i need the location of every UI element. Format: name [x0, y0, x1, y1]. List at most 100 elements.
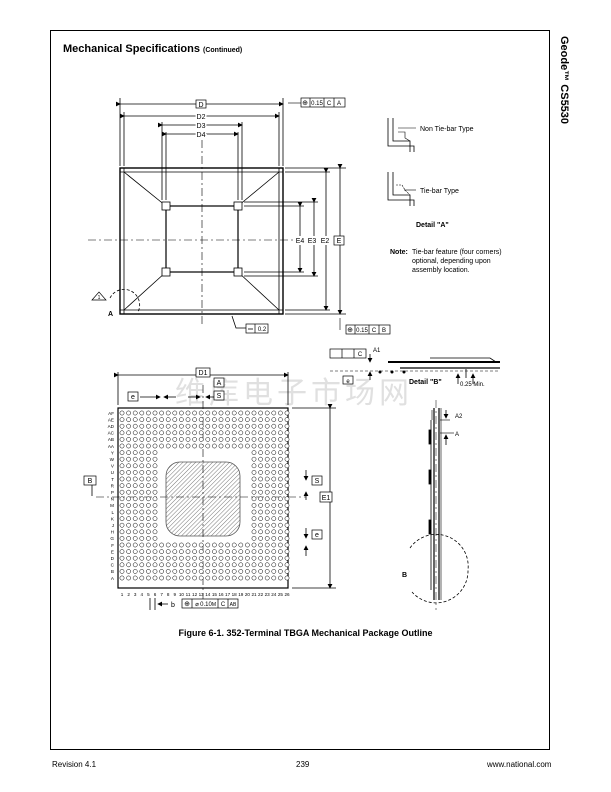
col-label: 7	[160, 592, 163, 597]
solder-ball	[152, 443, 158, 449]
solder-ball	[152, 503, 158, 508]
solder-ball	[126, 516, 131, 521]
solder-ball	[165, 430, 171, 436]
solder-ball	[225, 443, 230, 449]
ball-tol-datum-2: AB	[230, 602, 237, 608]
col-label: 9	[174, 592, 177, 597]
solder-ball	[119, 410, 125, 416]
solder-ball	[258, 542, 263, 548]
solder-ball	[126, 437, 131, 442]
col-label: 17	[225, 592, 231, 597]
solder-ball	[132, 476, 138, 482]
solder-ball	[251, 417, 257, 422]
footer-website[interactable]: www.national.com	[487, 760, 552, 769]
solder-ball	[179, 569, 184, 574]
solder-ball	[245, 423, 250, 429]
solder-ball	[258, 549, 263, 554]
detail-b-label: Detail "B"	[409, 379, 442, 386]
solder-ball	[146, 575, 151, 581]
solder-ball	[271, 456, 277, 462]
solder-ball	[218, 555, 224, 561]
solder-ball	[278, 575, 283, 581]
solder-ball	[198, 542, 204, 548]
solder-ball	[119, 503, 125, 508]
detail-a-label: Detail "A"	[416, 222, 449, 229]
solder-ball	[165, 549, 171, 554]
solder-ball	[278, 463, 283, 469]
solder-ball	[139, 509, 145, 515]
solder-ball	[264, 489, 270, 495]
solder-ball	[212, 430, 217, 436]
col-label: 10	[179, 592, 185, 597]
solder-ball	[264, 522, 270, 528]
solder-ball	[132, 410, 138, 416]
solder-ball	[251, 542, 257, 548]
solder-ball	[251, 463, 257, 469]
solder-ball	[126, 503, 131, 508]
solder-ball	[152, 562, 158, 568]
col-label: 23	[265, 592, 271, 597]
solder-ball	[146, 423, 151, 429]
solder-ball	[251, 437, 257, 442]
solder-ball	[212, 575, 217, 581]
solder-ball	[132, 483, 138, 488]
solder-ball	[271, 423, 277, 429]
solder-ball	[192, 423, 197, 429]
solder-ball	[258, 516, 263, 521]
section-title-suffix: (Continued)	[203, 47, 243, 54]
detail-b-frame: C	[329, 348, 367, 359]
solder-ball	[258, 456, 263, 462]
solder-ball	[271, 569, 277, 574]
svg-text:⊕: ⊕	[347, 327, 353, 334]
non-tie-bar-label: Non Tie-bar Type	[420, 126, 474, 133]
dim-d1: D1	[199, 370, 208, 377]
solder-ball	[172, 443, 178, 449]
solder-ball	[139, 410, 145, 416]
col-label: 16	[218, 592, 224, 597]
solder-ball	[198, 423, 204, 429]
solder-ball	[198, 417, 204, 422]
solder-ball	[212, 417, 217, 422]
solder-ball	[258, 503, 263, 508]
top-view	[88, 98, 346, 330]
solder-ball	[245, 575, 250, 581]
solder-ball	[139, 516, 145, 521]
solder-ball	[218, 542, 224, 548]
tol-bottom-value: 0.15	[356, 328, 368, 334]
detail-b-callout: B	[402, 572, 407, 579]
solder-ball	[152, 456, 158, 462]
solder-ball	[264, 463, 270, 469]
solder-ball	[132, 509, 138, 515]
solder-ball	[192, 569, 197, 574]
solder-ball	[258, 529, 263, 535]
solder-ball	[284, 489, 290, 495]
solder-ball	[126, 430, 131, 436]
solder-ball	[264, 417, 270, 422]
solder-ball	[284, 430, 290, 436]
row-label: M	[110, 503, 114, 508]
solder-ball	[251, 569, 257, 574]
solder-ball	[245, 549, 250, 554]
solder-ball	[205, 430, 211, 436]
solder-ball	[165, 410, 171, 416]
solder-ball	[278, 483, 283, 488]
solder-ball	[126, 443, 131, 449]
solder-ball	[152, 417, 158, 422]
solder-ball	[278, 569, 283, 574]
solder-ball	[271, 443, 277, 449]
col-label: 20	[245, 592, 251, 597]
solder-ball	[271, 417, 277, 422]
solder-ball	[172, 569, 178, 574]
col-label: 21	[251, 592, 257, 597]
solder-ball	[192, 410, 197, 416]
col-label: 6	[154, 592, 157, 597]
solder-ball	[258, 423, 263, 429]
solder-ball	[238, 575, 244, 581]
solder-ball	[278, 437, 283, 442]
detail-a	[387, 118, 416, 206]
solder-ball	[132, 503, 138, 508]
solder-ball	[192, 549, 197, 554]
solder-ball	[139, 476, 145, 482]
solder-ball	[284, 536, 290, 541]
solder-ball	[146, 509, 151, 515]
